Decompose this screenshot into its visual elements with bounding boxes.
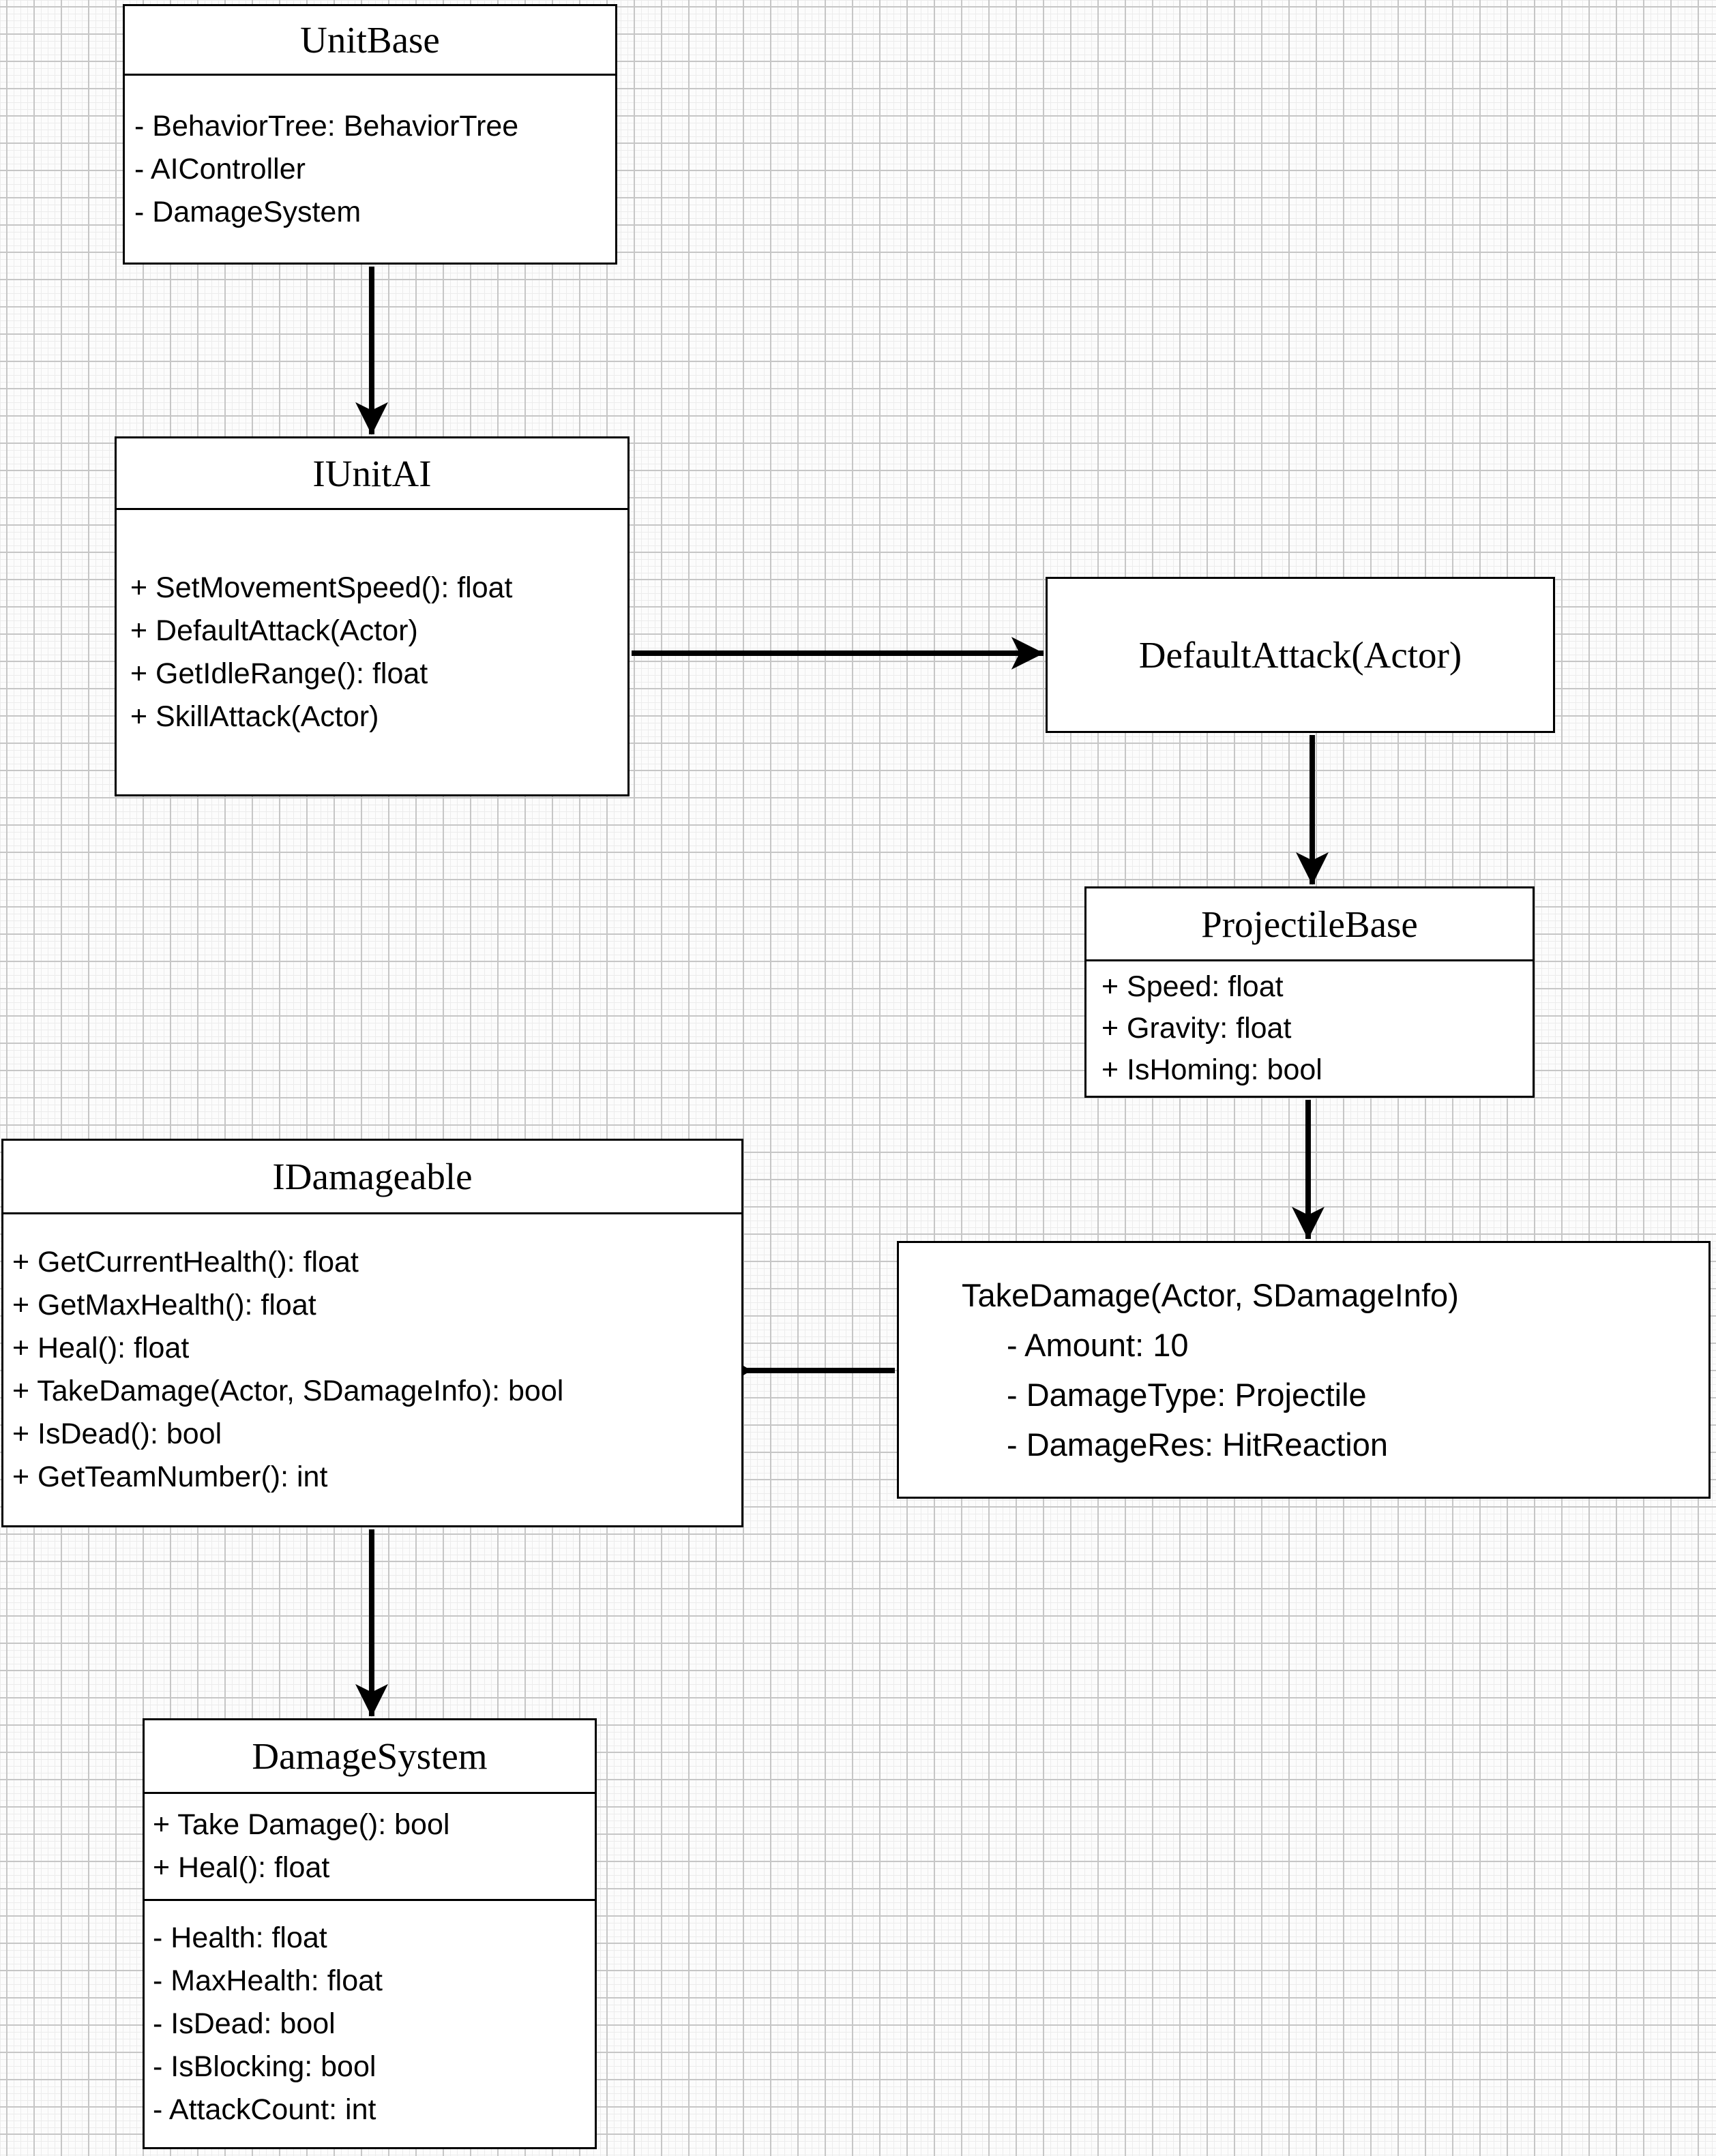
class-title: IUnitAI [117,438,627,510]
member-row: - BehaviorTree: BehaviorTree [134,109,519,143]
member-row: + SetMovementSpeed(): float [130,571,513,604]
members-compartment: + Speed: float + Gravity: float + IsHomi… [1086,961,1533,1096]
node-defaultattack[interactable]: DefaultAttack(Actor) [1046,577,1555,733]
class-box-idamageable[interactable]: IDamageable + GetCurrentHealth(): float … [1,1139,743,1527]
member-row: + IsDead(): bool [12,1418,222,1450]
class-title: DamageSystem [145,1720,595,1794]
class-box-projectilebase[interactable]: ProjectileBase + Speed: float + Gravity:… [1084,886,1535,1098]
call-signature: TakeDamage(Actor, SDamageInfo) [962,1277,1459,1313]
call-arg-row: - Amount: 10 [1007,1327,1189,1363]
method-row: + Heal(): float [153,1851,330,1884]
member-row: + Gravity: float [1101,1012,1292,1045]
member-row: + Speed: float [1101,970,1284,1003]
member-row: + DefaultAttack(Actor) [130,614,418,647]
member-row: + GetCurrentHealth(): float [12,1246,359,1278]
member-row: + SkillAttack(Actor) [130,700,379,733]
members-compartment: - BehaviorTree: BehaviorTree - AIControl… [125,76,615,263]
methods-compartment: + Take Damage(): bool + Heal(): float [145,1794,595,1901]
attributes-compartment: - Health: float - MaxHealth: float - IsD… [145,1901,595,2147]
attribute-row: - Health: float [153,1921,327,1954]
attribute-row: - MaxHealth: float [153,1964,383,1997]
member-row: + Heal(): float [12,1332,190,1364]
member-row: + GetIdleRange(): float [130,657,428,690]
node-title: DefaultAttack(Actor) [1138,634,1462,676]
call-arg-row: - DamageType: Projectile [1007,1377,1367,1413]
method-row: + Take Damage(): bool [153,1808,450,1841]
member-row: - DamageSystem [134,195,361,228]
member-row: - AIController [134,152,306,185]
member-row: + IsHoming: bool [1101,1053,1322,1086]
call-arg-row: - DamageRes: HitReaction [1007,1426,1388,1463]
member-row: + GetTeamNumber(): int [12,1461,328,1493]
attribute-row: - AttackCount: int [153,2093,376,2126]
class-title: UnitBase [125,6,615,76]
member-row: + TakeDamage(Actor, SDamageInfo): bool [12,1375,564,1407]
member-row: + GetMaxHealth(): float [12,1289,316,1321]
class-title: IDamageable [3,1141,741,1214]
node-takedamage-call[interactable]: TakeDamage(Actor, SDamageInfo) - Amount:… [897,1241,1711,1499]
class-box-iunitai[interactable]: IUnitAI + SetMovementSpeed(): float + De… [115,436,630,796]
call-details: TakeDamage(Actor, SDamageInfo) - Amount:… [899,1243,1708,1497]
class-title: ProjectileBase [1086,888,1533,961]
class-box-damagesystem[interactable]: DamageSystem + Take Damage(): bool + Hea… [143,1718,597,2149]
class-box-unitbase[interactable]: UnitBase - BehaviorTree: BehaviorTree - … [123,4,617,265]
attribute-row: - IsDead: bool [153,2007,336,2040]
members-compartment: + SetMovementSpeed(): float + DefaultAtt… [117,510,627,794]
attribute-row: - IsBlocking: bool [153,2050,376,2083]
members-compartment: + GetCurrentHealth(): float + GetMaxHeal… [3,1214,741,1525]
